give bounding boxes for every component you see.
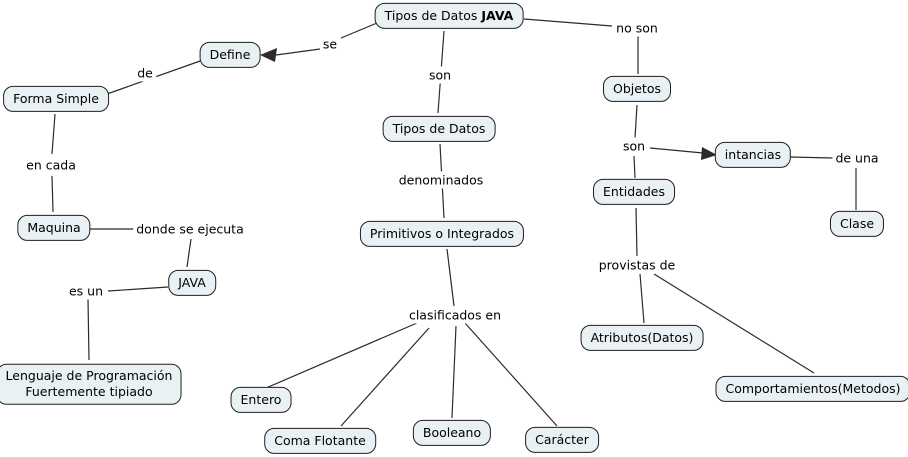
- edge-group: [51, 18, 857, 427]
- node-label: Tipos de Datos: [384, 7, 482, 23]
- connector-donde-2: [186, 238, 192, 268]
- concept-node-forma-simple[interactable]: Forma Simple: [3, 85, 109, 113]
- connector-booleano: [451, 325, 457, 419]
- concept-node-comportamientos-metodos[interactable]: Comportamientos(Metodos): [715, 375, 908, 403]
- linking-phrase-provistas-de[interactable]: provistas de: [595, 256, 679, 274]
- concept-node-booleano[interactable]: Booleano: [412, 419, 492, 447]
- concept-node-intancias[interactable]: intancias: [714, 141, 792, 169]
- connector-de-una-1: [789, 156, 834, 159]
- connector-intancias: [649, 147, 704, 154]
- connector-es-un-2: [87, 298, 90, 361]
- connector-coma-flotante: [340, 327, 430, 427]
- connector-se-2: [275, 48, 321, 56]
- linking-phrase-de-una[interactable]: de una: [832, 149, 882, 167]
- connector-provistas-3: [653, 273, 815, 374]
- linking-phrase-es-un[interactable]: es un: [65, 282, 107, 300]
- concept-node-entero[interactable]: Entero: [230, 386, 292, 414]
- linking-phrase-son-right[interactable]: son: [619, 137, 649, 155]
- node-label-bold: JAVA: [481, 7, 514, 23]
- linking-phrase-clasificados-en[interactable]: clasificados en: [405, 306, 505, 324]
- linking-phrase-denominados[interactable]: denominados: [395, 171, 487, 189]
- concept-node-lenguaje-programacion[interactable]: Lenguaje de Programación Fuertemente tip…: [0, 363, 182, 405]
- linking-phrase-en-cada[interactable]: en cada: [23, 156, 79, 174]
- linking-phrase-se[interactable]: se: [319, 35, 341, 53]
- connector-provistas-2: [639, 273, 645, 324]
- linking-phrase-donde-se-ejecuta[interactable]: donde se ejecuta: [133, 220, 247, 238]
- connector-se-1: [340, 22, 378, 39]
- arrowhead-define: [260, 48, 277, 62]
- connector-caracter: [464, 322, 558, 427]
- connector-son-right-2: [633, 155, 636, 179]
- concept-node-define[interactable]: Define: [199, 41, 261, 69]
- concept-node-maquina[interactable]: Maquina: [17, 214, 91, 242]
- concept-node-primitivos-o-integrados[interactable]: Primitivos o Integrados: [359, 220, 525, 248]
- linking-phrase-de[interactable]: de: [134, 64, 156, 82]
- connector-es-un-1: [107, 286, 169, 292]
- concept-node-tipos-de-datos-java[interactable]: Tipos de Datos JAVA: [374, 2, 524, 30]
- connector-clasificados: [446, 248, 455, 307]
- connector-en-cada-1: [51, 113, 56, 155]
- linking-phrase-no-son[interactable]: no son: [613, 19, 661, 37]
- concept-node-entidades[interactable]: Entidades: [593, 178, 675, 206]
- concept-node-caracter[interactable]: Carácter: [525, 426, 599, 454]
- concept-node-coma-flotante[interactable]: Coma Flotante: [264, 427, 376, 455]
- concept-node-atributos-datos[interactable]: Atributos(Datos): [580, 324, 704, 352]
- concept-node-tipos-de-datos[interactable]: Tipos de Datos: [382, 115, 496, 143]
- connector-provistas-1: [635, 207, 638, 257]
- concept-node-clase[interactable]: Clase: [829, 210, 885, 238]
- connector-entero: [265, 322, 418, 389]
- concept-node-objetos[interactable]: Objetos: [603, 75, 671, 103]
- linking-phrase-son-middle[interactable]: son: [425, 66, 455, 84]
- arrowhead-intancias: [701, 147, 717, 160]
- connector-en-cada-2: [51, 175, 54, 213]
- concept-node-java[interactable]: JAVA: [168, 269, 216, 297]
- connector-no-son-1: [523, 18, 613, 27]
- connector-son-right-1: [634, 104, 638, 139]
